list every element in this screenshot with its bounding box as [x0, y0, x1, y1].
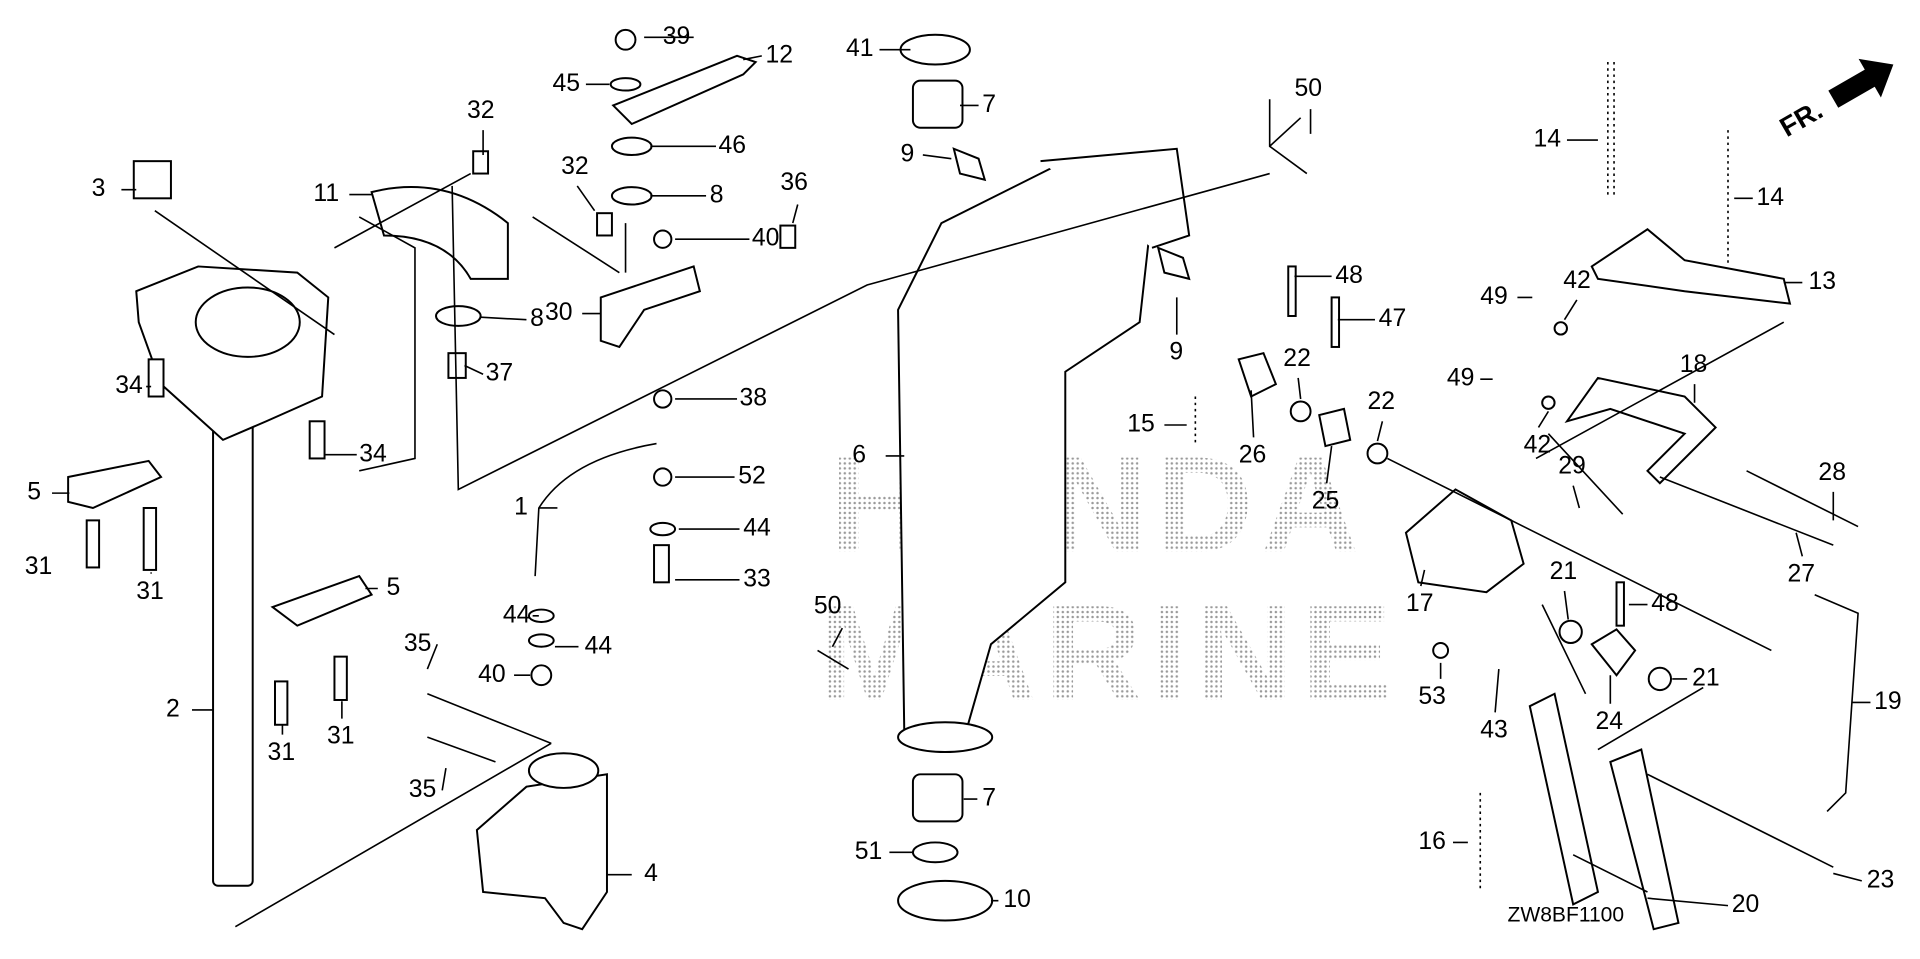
callout-14: 14 [1756, 184, 1784, 211]
callout-32: 32 [467, 97, 495, 124]
leader-lines [52, 36, 1871, 928]
callout-30: 30 [545, 299, 573, 326]
callout-39: 39 [663, 23, 691, 50]
parts-drawing [67, 28, 1859, 931]
callout-16: 16 [1418, 828, 1446, 855]
callout-5: 5 [386, 574, 400, 601]
callout-9: 9 [1169, 339, 1183, 366]
callout-50: 50 [814, 593, 842, 620]
callout-35: 35 [404, 630, 432, 657]
callout-44: 44 [743, 515, 771, 542]
callout-37: 37 [486, 360, 514, 387]
callout-10: 10 [1003, 886, 1031, 913]
callout-3: 3 [92, 175, 106, 202]
callout-22: 22 [1368, 388, 1396, 415]
callout-21: 21 [1550, 558, 1578, 585]
callout-7: 7 [982, 91, 996, 118]
callout-40: 40 [478, 661, 506, 688]
callout-42: 42 [1524, 432, 1552, 459]
callout-22: 22 [1283, 345, 1311, 372]
callout-47: 47 [1379, 305, 1407, 332]
callout-31: 31 [25, 553, 53, 580]
callout-8: 8 [530, 305, 544, 332]
callout-20: 20 [1732, 891, 1760, 918]
callout-35: 35 [409, 776, 437, 803]
callout-21: 21 [1692, 664, 1720, 691]
callout-41: 41 [846, 35, 874, 62]
callout-45: 45 [552, 70, 580, 97]
callout-34: 34 [359, 440, 387, 467]
callout-4: 4 [644, 860, 658, 887]
callout-17: 17 [1406, 590, 1434, 617]
callout-43: 43 [1480, 717, 1508, 744]
callout-44: 44 [503, 601, 531, 628]
callout-32: 32 [561, 153, 589, 180]
callout-51: 51 [855, 838, 883, 865]
callout-26: 26 [1239, 442, 1267, 469]
callout-14: 14 [1534, 126, 1562, 153]
callout-50: 50 [1294, 75, 1322, 102]
callout-38: 38 [740, 385, 768, 412]
callout-24: 24 [1595, 708, 1623, 735]
callout-49: 49 [1480, 283, 1508, 310]
callout-19: 19 [1874, 688, 1902, 715]
callout-33: 33 [743, 565, 771, 592]
callout-6: 6 [852, 442, 866, 469]
callout-42: 42 [1563, 267, 1591, 294]
diagram-code: ZW8BF1100 [1508, 904, 1625, 927]
callout-36: 36 [780, 169, 808, 196]
callout-13: 13 [1809, 268, 1837, 295]
callout-23: 23 [1867, 866, 1895, 893]
callout-31: 31 [327, 723, 355, 750]
callout-12: 12 [766, 41, 794, 68]
front-direction-arrow: FR. [1774, 58, 1894, 143]
callout-48: 48 [1335, 262, 1363, 289]
callout-11: 11 [313, 180, 339, 207]
callout-5: 5 [27, 479, 41, 506]
callout-8: 8 [710, 181, 724, 208]
svg-text:FR.: FR. [1774, 94, 1828, 143]
callout-44: 44 [585, 632, 613, 659]
callout-40: 40 [752, 225, 780, 252]
callout-25: 25 [1312, 487, 1340, 514]
callout-48: 48 [1651, 590, 1679, 617]
callout-1: 1 [514, 494, 528, 521]
callout-2: 2 [166, 695, 180, 722]
callout-31: 31 [268, 739, 296, 766]
callout-labels: 39 12 41 7 50 14 14 45 46 32 32 3 11 8 3… [25, 23, 1902, 918]
callout-15: 15 [1127, 411, 1155, 438]
callout-49: 49 [1447, 365, 1475, 392]
callout-31: 31 [136, 578, 164, 605]
callout-28: 28 [1818, 459, 1846, 486]
callout-53: 53 [1418, 683, 1446, 710]
callout-29: 29 [1558, 453, 1586, 480]
callout-7: 7 [982, 785, 996, 812]
callout-9: 9 [901, 141, 915, 168]
callout-27: 27 [1787, 560, 1815, 587]
callout-46: 46 [718, 132, 746, 159]
callout-34: 34 [115, 372, 143, 399]
callout-52: 52 [738, 463, 766, 490]
callout-18: 18 [1680, 351, 1708, 378]
